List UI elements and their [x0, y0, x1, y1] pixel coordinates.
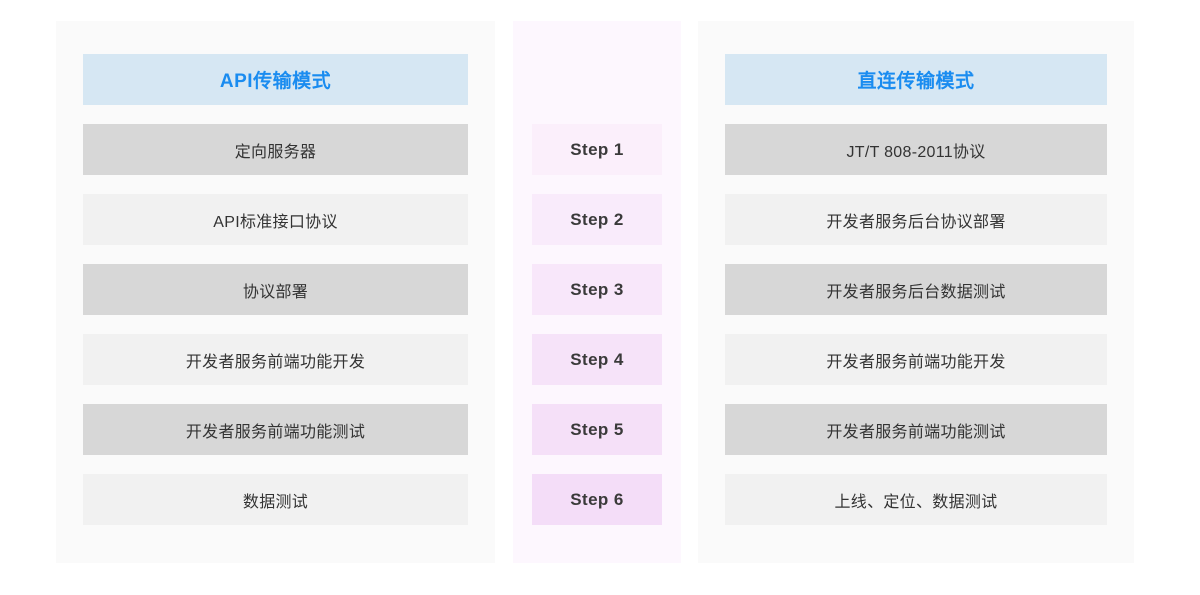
api-mode-step-row: API标准接口协议	[83, 194, 468, 245]
step-marker: Step 4	[532, 334, 662, 385]
direct-mode-step-row: 上线、定位、数据测试	[725, 474, 1107, 525]
steps-header-spacer	[532, 54, 662, 105]
direct-mode-step-row: 开发者服务后台协议部署	[725, 194, 1107, 245]
direct-mode-step-row: 开发者服务后台数据测试	[725, 264, 1107, 315]
api-mode-step-row: 开发者服务前端功能测试	[83, 404, 468, 455]
api-mode-step-row: 数据测试	[83, 474, 468, 525]
api-mode-step-row: 协议部署	[83, 264, 468, 315]
step-marker: Step 3	[532, 264, 662, 315]
column-direct-mode-header: 直连传输模式	[725, 54, 1107, 105]
column-api-mode-header: API传输模式	[83, 54, 468, 105]
api-mode-step-row: 开发者服务前端功能开发	[83, 334, 468, 385]
column-direct-mode-inner: 直连传输模式 JT/T 808-2011协议 开发者服务后台协议部署 开发者服务…	[698, 21, 1134, 563]
step-marker: Step 6	[532, 474, 662, 525]
direct-mode-step-row: 开发者服务前端功能开发	[725, 334, 1107, 385]
column-api-mode: API传输模式 定向服务器 API标准接口协议 协议部署 开发者服务前端功能开发…	[56, 21, 495, 563]
column-api-mode-inner: API传输模式 定向服务器 API标准接口协议 协议部署 开发者服务前端功能开发…	[56, 21, 495, 563]
step-marker: Step 5	[532, 404, 662, 455]
direct-mode-step-row: JT/T 808-2011协议	[725, 124, 1107, 175]
step-marker: Step 2	[532, 194, 662, 245]
direct-mode-step-row: 开发者服务前端功能测试	[725, 404, 1107, 455]
step-marker: Step 1	[532, 124, 662, 175]
api-mode-step-row: 定向服务器	[83, 124, 468, 175]
column-steps-inner: Step 1 Step 2 Step 3 Step 4 Step 5 Step …	[513, 21, 681, 563]
column-steps: Step 1 Step 2 Step 3 Step 4 Step 5 Step …	[513, 21, 681, 563]
column-direct-mode: 直连传输模式 JT/T 808-2011协议 开发者服务后台协议部署 开发者服务…	[698, 21, 1134, 563]
